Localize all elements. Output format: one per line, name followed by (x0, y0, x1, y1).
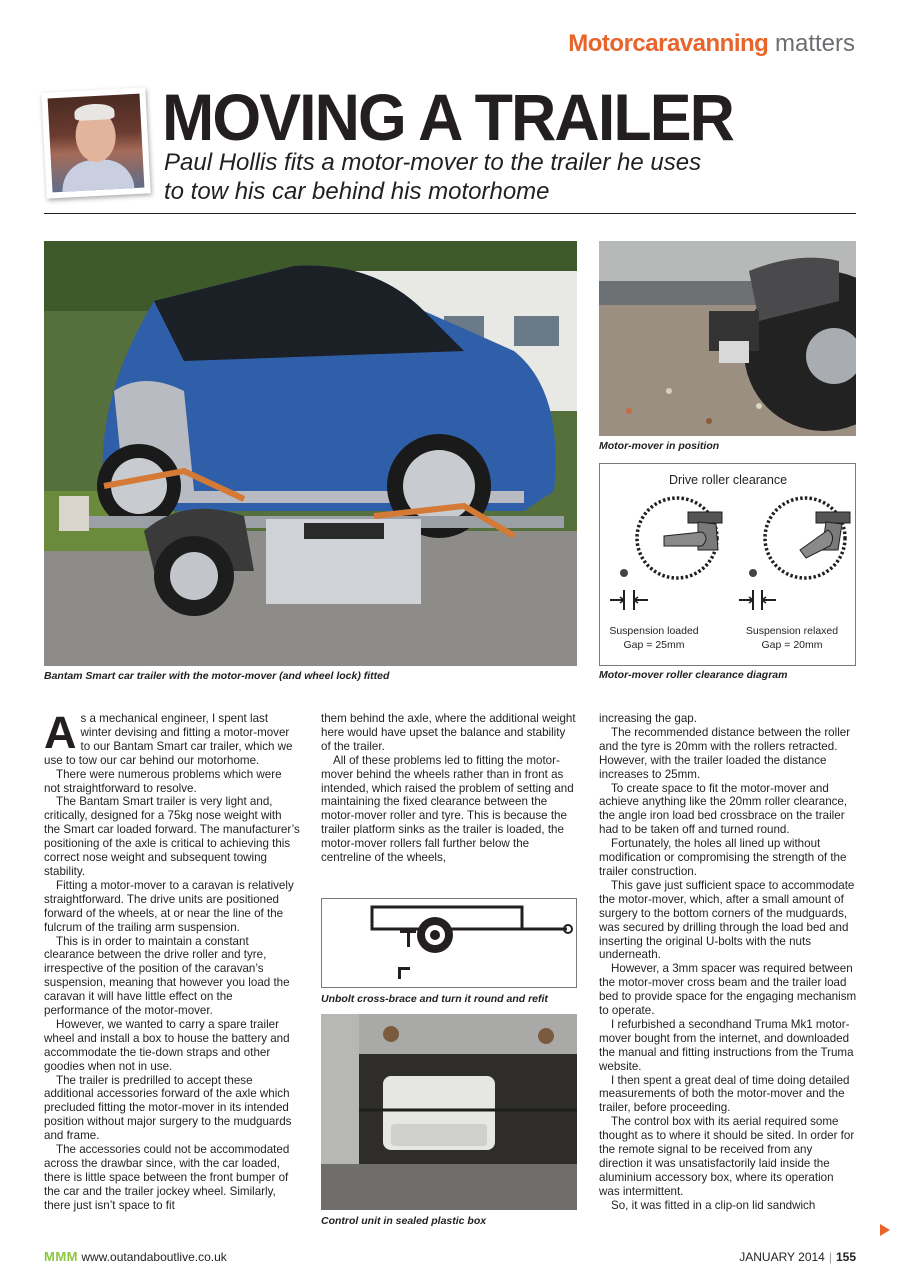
issue-date: JANUARY 2014 (739, 1250, 825, 1264)
headline: MOVING A TRAILER (162, 80, 735, 154)
page-number: 155 (835, 1250, 856, 1264)
section-heading: Motorcaravanning matters (568, 30, 855, 58)
paragraph: However, we wanted to carry a spare trai… (44, 1017, 290, 1073)
roller-clearance-diagram: Drive roller clearance Suspension loaded… (599, 463, 856, 666)
motor-mover-photo (599, 241, 856, 436)
body-column-3: increasing the gap. The recommended dist… (599, 712, 857, 1213)
paragraph: I refurbished a secondhand Truma Mk1 mot… (599, 1017, 854, 1073)
control-unit-photo (321, 1014, 577, 1210)
paragraph: All of these problems led to fitting the… (321, 753, 574, 865)
diagram-right-gap: Gap = 20mm (762, 639, 823, 651)
paragraph: them behind the axle, where the addition… (321, 712, 576, 753)
paragraph: So, it was fitted in a clip-on lid sandw… (611, 1198, 816, 1212)
trailer-photo (44, 241, 577, 666)
footer-separator: | (828, 1250, 832, 1264)
motor-mover-caption: Motor-mover in position (599, 440, 720, 452)
paragraph: The accessories could not be accommodate… (44, 1143, 290, 1212)
control-unit-caption: Control unit in sealed plastic box (321, 1215, 487, 1227)
diagram-left-gap: Gap = 25mm (624, 639, 685, 651)
footer-left: MMM www.outandaboutlive.co.uk (44, 1249, 227, 1265)
mmm-logo: MMM (44, 1249, 78, 1264)
paragraph: Fortunately, the holes all lined up with… (599, 837, 847, 878)
paragraph: The recommended distance between the rol… (599, 725, 851, 781)
paragraph: However, a 3mm spacer was required betwe… (599, 962, 857, 1018)
paragraph: increasing the gap. (599, 712, 697, 725)
paragraph: The trailer is predrilled to accept thes… (44, 1073, 292, 1143)
paragraph: To create space to fit the motor-mover a… (599, 781, 848, 837)
diagram-left-label: Suspension loaded (609, 625, 698, 637)
paragraph: The control box with its aerial required… (599, 1115, 855, 1198)
paragraph: I then spent a great deal of time doing … (599, 1073, 850, 1115)
diagram-caption: Motor-mover roller clearance diagram (599, 669, 788, 681)
trailer-photo-caption: Bantam Smart car trailer with the motor-… (44, 670, 390, 682)
header-rule (44, 213, 856, 214)
paragraph: This is in order to maintain a constant … (44, 934, 290, 1018)
standfirst: Paul Hollis fits a motor-mover to the tr… (164, 149, 702, 205)
paragraph: The Bantam Smart trailer is very light a… (44, 795, 300, 878)
crossbrace-caption: Unbolt cross-brace and turn it round and… (321, 993, 548, 1005)
body-column-2: them behind the axle, where the addition… (321, 712, 577, 865)
section-brand: Motorcaravanning (568, 30, 769, 57)
section-suffix: matters (774, 30, 855, 57)
continue-arrow-icon (880, 1224, 890, 1236)
diagram-title: Drive roller clearance (669, 473, 787, 487)
paragraph: There were numerous problems which were … (44, 767, 282, 795)
diagram-right-label: Suspension relaxed (746, 625, 838, 637)
author-photo (41, 87, 151, 199)
crossbrace-diagram (321, 898, 577, 988)
paragraph: Fitting a motor-mover to a caravan is re… (44, 878, 294, 934)
footer-url[interactable]: www.outandaboutlive.co.uk (81, 1250, 227, 1264)
footer-right: JANUARY 2014|155 (739, 1250, 856, 1264)
paragraph: This gave just sufficient space to accom… (599, 878, 855, 962)
drop-cap: A (44, 707, 77, 758)
